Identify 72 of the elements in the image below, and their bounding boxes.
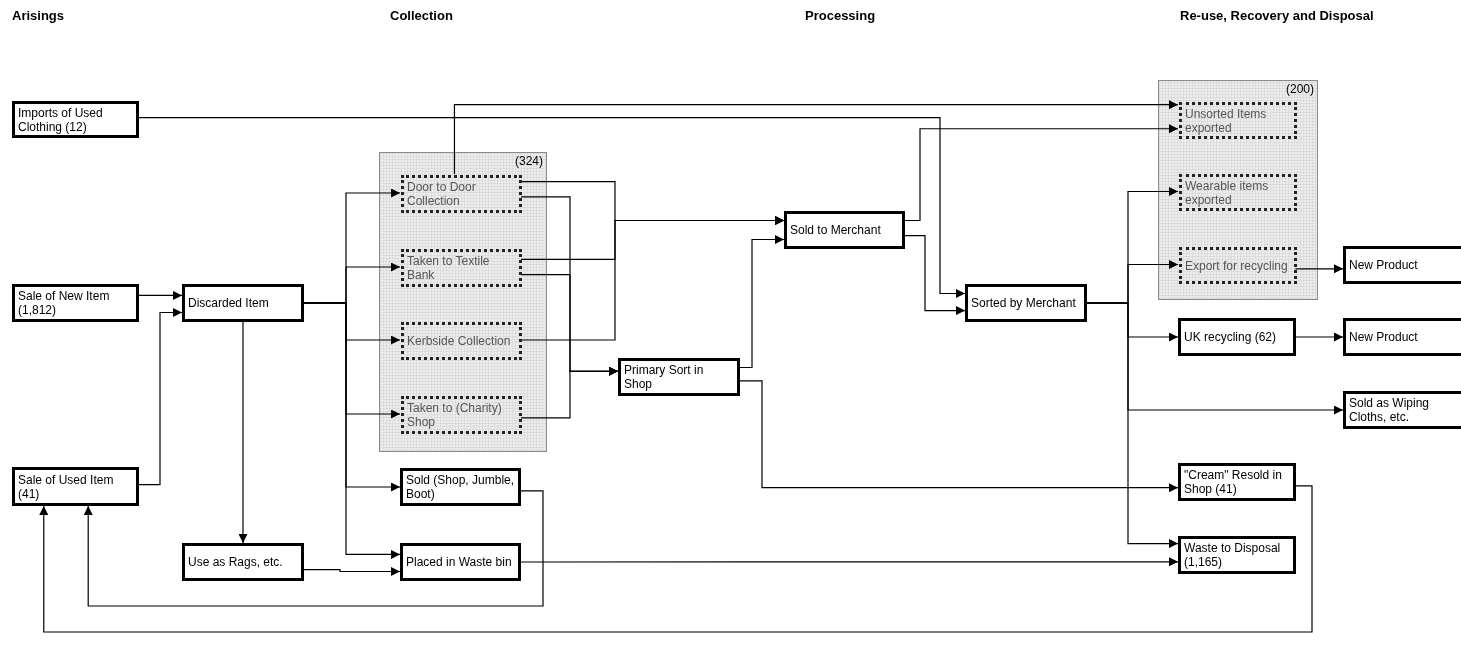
arrow [520, 366, 619, 419]
arrow [520, 216, 785, 341]
arrow [238, 321, 248, 544]
process-box [1343, 391, 1461, 429]
box-label: Sold to Merchant [790, 223, 881, 237]
process-box [401, 249, 522, 287]
process-box [618, 358, 740, 396]
group-total: (324) [515, 154, 543, 168]
box-label: Sold (Shop, Jumble, Boot) [406, 473, 515, 501]
process-box [1343, 246, 1461, 284]
arrow [138, 308, 183, 486]
arrow [1086, 302, 1179, 549]
process-box [12, 284, 139, 322]
process-box [1179, 247, 1297, 284]
box-label: Sale of New Item (1,812) [18, 289, 111, 317]
process-box [1178, 318, 1296, 356]
column-heading: Collection [390, 8, 453, 23]
process-box [401, 175, 522, 213]
process-box [1178, 463, 1296, 501]
box-label: Unsorted Items exported [1185, 106, 1268, 135]
arrow [1295, 332, 1344, 342]
arrow [904, 235, 966, 316]
process-box [1178, 536, 1296, 574]
arrow [739, 235, 785, 369]
arrow [904, 124, 1179, 222]
arrow [138, 290, 183, 300]
process-box [400, 543, 521, 581]
box-label: Wearable items exported [1185, 178, 1270, 207]
box-label: Taken to (Charity) Shop [407, 401, 503, 429]
arrow [138, 117, 966, 298]
process-box [182, 543, 304, 581]
box-label: New Product [1349, 330, 1418, 344]
box-label: "Cream" Resold in Shop (41) [1184, 468, 1283, 496]
process-box [182, 284, 304, 322]
column-heading: Arisings [12, 8, 64, 23]
process-box [401, 396, 522, 434]
process-box [12, 467, 139, 506]
process-box [1179, 174, 1297, 211]
box-label: Imports of Used Clothing (12) [18, 105, 104, 134]
box-label: Placed in Waste bin [406, 555, 512, 569]
arrow [83, 490, 544, 607]
box-label: Discarded Item [188, 296, 269, 310]
arrow [39, 485, 1313, 633]
box-label: Sorted by Merchant [971, 296, 1076, 310]
box-label: New Product [1349, 258, 1418, 272]
group-panel [1158, 80, 1318, 300]
process-box [784, 211, 905, 249]
process-box [1179, 102, 1297, 139]
box-label: Taken to Textile Bank [407, 254, 491, 282]
group-panel [379, 152, 547, 452]
box-label: Primary Sort in Shop [624, 363, 705, 391]
arrow [303, 567, 401, 576]
box-label: Sale of Used Item (41) [18, 472, 115, 501]
column-heading: Re-use, Recovery and Disposal [1180, 8, 1374, 23]
process-box [400, 468, 521, 506]
process-box [401, 322, 522, 360]
box-label: Export for recycling [1185, 258, 1288, 273]
box-label: Kerbside Collection [407, 334, 511, 348]
group-total: (200) [1286, 82, 1314, 96]
process-box [1343, 318, 1461, 356]
box-label: Sold as Wiping Cloths, etc. [1349, 396, 1431, 424]
arrow [1295, 264, 1344, 274]
box-label: Waste to Disposal (1,165) [1184, 541, 1282, 569]
arrow [520, 557, 1179, 567]
arrow [739, 380, 1179, 493]
box-label: UK recycling (62) [1184, 330, 1277, 344]
box-label: Door to Door Collection [407, 180, 477, 208]
process-box [12, 101, 139, 138]
box-label: Use as Rags, etc. [188, 555, 283, 569]
column-heading: Processing [805, 8, 876, 23]
arrow [453, 100, 1179, 175]
process-box [965, 284, 1087, 322]
